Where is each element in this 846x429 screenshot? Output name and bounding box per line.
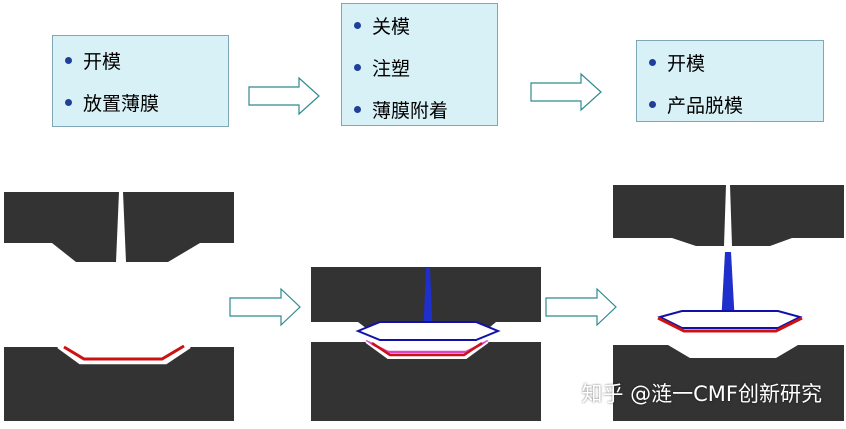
sprue-channel [116, 192, 126, 262]
step-item: 放置薄膜 [65, 81, 228, 123]
step-item: 薄膜附着 [354, 88, 497, 130]
demolded-film-red [657, 316, 803, 333]
step-item-label: 开模 [667, 52, 706, 75]
step-box-open-mold: 开模 放置薄膜 [52, 35, 229, 127]
lower-mold [311, 342, 541, 421]
bullet-icon [65, 98, 72, 106]
step-item: 开模 [649, 41, 823, 83]
part-outline-blue [355, 321, 501, 341]
film-red [63, 344, 185, 361]
step-item-label: 薄膜附着 [372, 99, 449, 122]
stage-2-mold [311, 267, 541, 421]
stage-3-mold [613, 185, 844, 421]
step-item: 开模 [65, 39, 228, 81]
film-red [371, 341, 483, 357]
bullet-icon [649, 100, 656, 108]
injection-melt [423, 268, 433, 338]
step-item: 注塑 [354, 46, 497, 88]
sprue-solid [721, 252, 735, 324]
step-item-label: 产品脱模 [667, 94, 744, 117]
bottom-arrow-1 [229, 287, 301, 327]
watermark: 知乎 @涟一CMF创新研究 [581, 382, 822, 406]
step-box-demold: 开模 产品脱模 [636, 40, 824, 122]
bottom-arrow-2 [545, 287, 617, 327]
step-item: 关模 [354, 4, 497, 46]
sprue-channel [724, 185, 732, 246]
stage-1-mold [4, 192, 234, 421]
cavity-surface [365, 341, 489, 359]
demolded-part-blue [657, 310, 803, 329]
top-arrow-2 [530, 72, 602, 112]
bullet-icon [65, 56, 72, 64]
top-arrow-1 [248, 76, 320, 116]
step-item-label: 关模 [372, 15, 411, 38]
bullet-icon [354, 21, 361, 29]
step-item: 产品脱模 [649, 83, 823, 125]
bullet-icon [354, 63, 361, 71]
step-item-label: 放置薄膜 [83, 92, 160, 115]
bullet-icon [354, 105, 361, 113]
lower-mold [613, 345, 844, 421]
step-box-close-mold: 关模 注塑 薄膜附着 [341, 3, 498, 126]
step-item-label: 注塑 [372, 57, 411, 80]
bullet-icon [649, 58, 656, 66]
cavity-surface [57, 345, 191, 365]
lower-mold [4, 347, 234, 421]
step-item-label: 开模 [83, 50, 122, 73]
